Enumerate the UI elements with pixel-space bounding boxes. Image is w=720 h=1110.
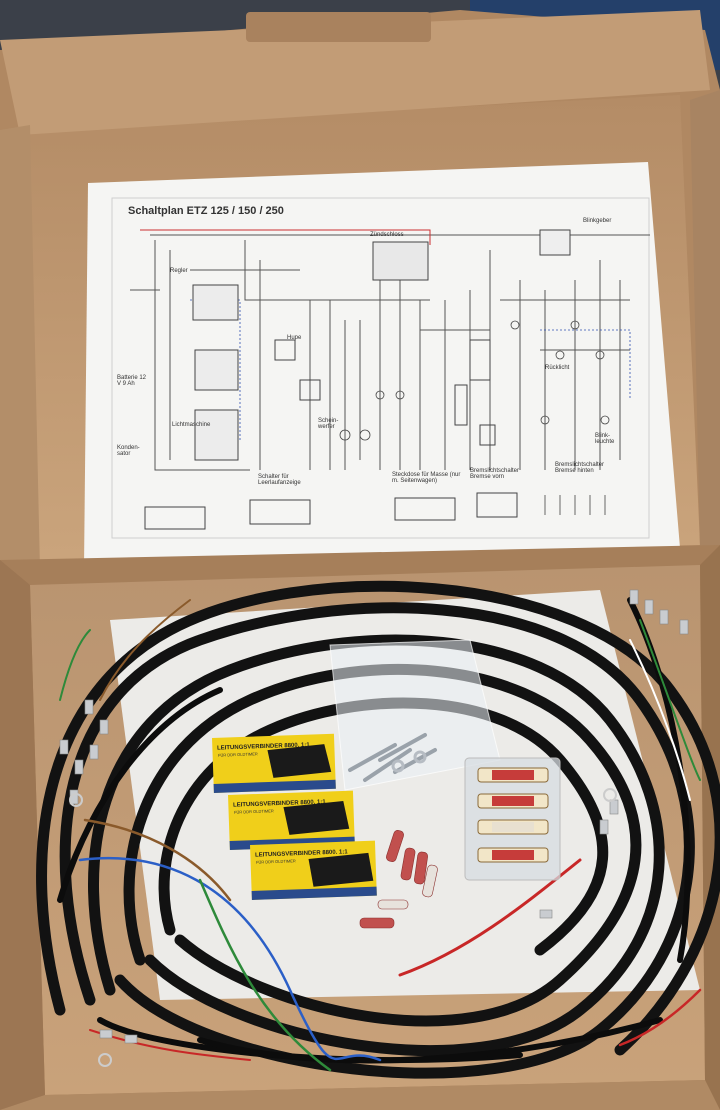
lid-tab <box>246 12 431 42</box>
label-zundschloss: Zündschloss <box>370 232 404 238</box>
plug-diagram-3 <box>394 497 456 521</box>
label-schalter-leerlauf: Schalter für Leerlaufanzeige <box>258 474 301 486</box>
wire-terminals <box>59 589 689 1067</box>
plug-diagram-4 <box>476 492 518 518</box>
plug-diagram-1 <box>144 506 206 530</box>
label-bremslichtschalter-vorn: Bremslichtschalter Bremse vorn <box>470 468 520 480</box>
blinkgeber-block <box>539 229 571 256</box>
connector-box-3 <box>250 840 377 900</box>
schematic-title: Schaltplan ETZ 125 / 150 / 250 <box>128 205 284 217</box>
label-rucklicht: Rücklicht <box>545 365 570 371</box>
loose-fuses <box>359 829 438 929</box>
connector-box-1 <box>212 733 336 793</box>
label-lichtmaschine: Lichtmaschine <box>172 422 211 428</box>
zundschloss-block <box>372 241 429 281</box>
connector-box-2 <box>228 790 355 850</box>
schematic-paper <box>84 162 680 568</box>
label-bremslichtschalter-hinten: Bremslichtschalter Bremse hinten <box>555 462 605 474</box>
label-regler: Regler <box>170 268 188 274</box>
label-kondensator: Konden-sator <box>117 445 140 457</box>
label-blinkgeber: Blinkgeber <box>583 218 612 224</box>
label-hupe: Hupe <box>287 335 302 341</box>
plug-diagram-2 <box>249 499 311 525</box>
label-scheinwerfer: Schein-werfer <box>318 418 339 430</box>
label-batterie: Batterie 12 V 9 Ah <box>117 375 147 387</box>
label-steckdose-masse: Steckdose für Masse (nur m. Seitenwagen) <box>392 472 461 484</box>
lichtmaschine-block <box>194 349 239 391</box>
regler-block <box>192 284 239 321</box>
label-blinkleuchte: Blink-leuchte <box>595 433 615 445</box>
fuse-box <box>464 757 561 881</box>
